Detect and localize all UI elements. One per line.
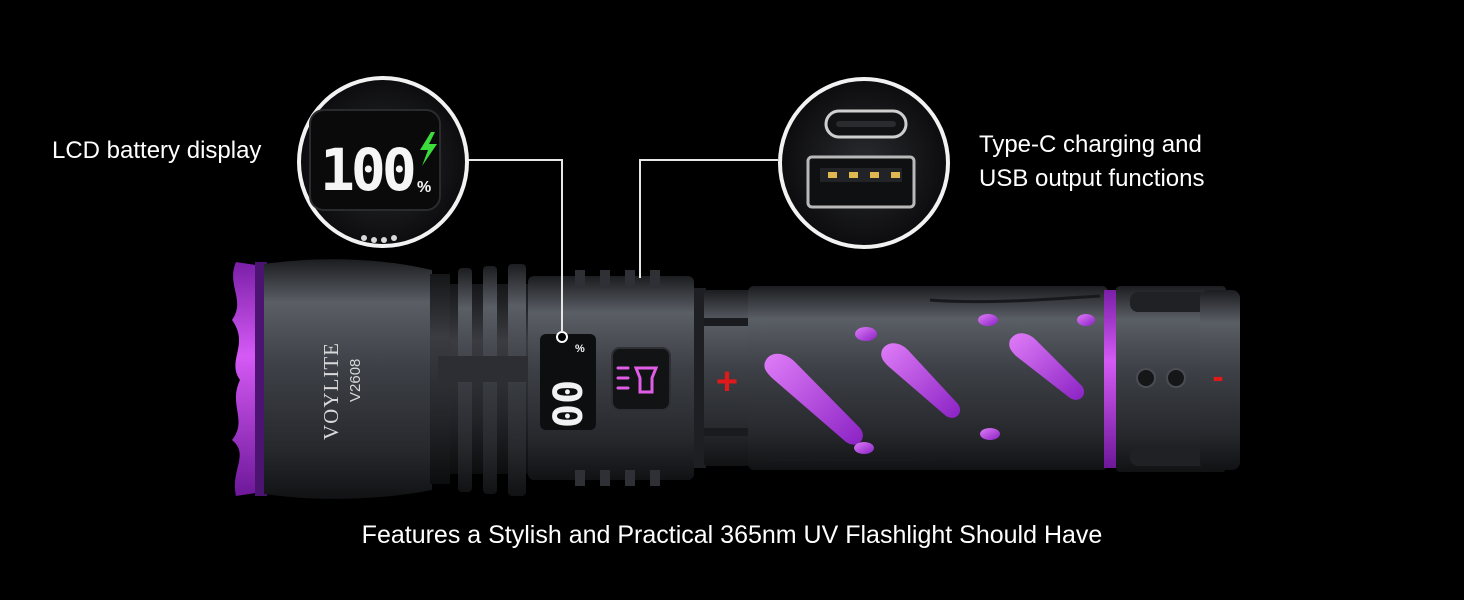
ribbed-neck [438, 264, 538, 496]
battery-readout: 100 [320, 136, 414, 204]
flashlight-icon [616, 366, 659, 394]
battery-percent: % [417, 179, 431, 196]
flashlight-head: VOYLITE V2608 [264, 259, 450, 499]
brand-engraving: VOYLITE [319, 342, 343, 440]
body-lcd-screen [540, 334, 596, 430]
plus-marking: + [716, 361, 738, 403]
lcd-callout-dot [556, 331, 568, 343]
minus-marking: - [1212, 358, 1223, 396]
feature-tagline: Features a Stylish and Practical 365nm U… [361, 521, 1103, 549]
display-section: 00 % [528, 270, 694, 486]
type-c-caption: Type-C charging and USB output functions [979, 128, 1204, 196]
tail-collar: + [694, 288, 750, 468]
lightning-bolt-icon [420, 132, 437, 166]
lcd-zoom-circle: 100 % [297, 76, 469, 248]
body-lcd-readout: 00 [546, 380, 592, 428]
usb-a-contacts [828, 172, 900, 178]
purple-slots [764, 314, 1095, 454]
type-c-caption-line2: USB output functions [979, 165, 1205, 192]
lcd-battery-display-caption: LCD battery display [52, 137, 262, 164]
head-bezel [232, 262, 267, 496]
tail-cap: - [1104, 286, 1240, 472]
callout-lines [464, 159, 778, 332]
body-lcd-percent: % [575, 343, 585, 355]
battery-tube [748, 286, 1108, 470]
model-engraving: V2608 [347, 359, 364, 402]
type-c-caption-line1: Type-C charging and [979, 131, 1202, 158]
ports-zoom-circle [778, 77, 950, 249]
